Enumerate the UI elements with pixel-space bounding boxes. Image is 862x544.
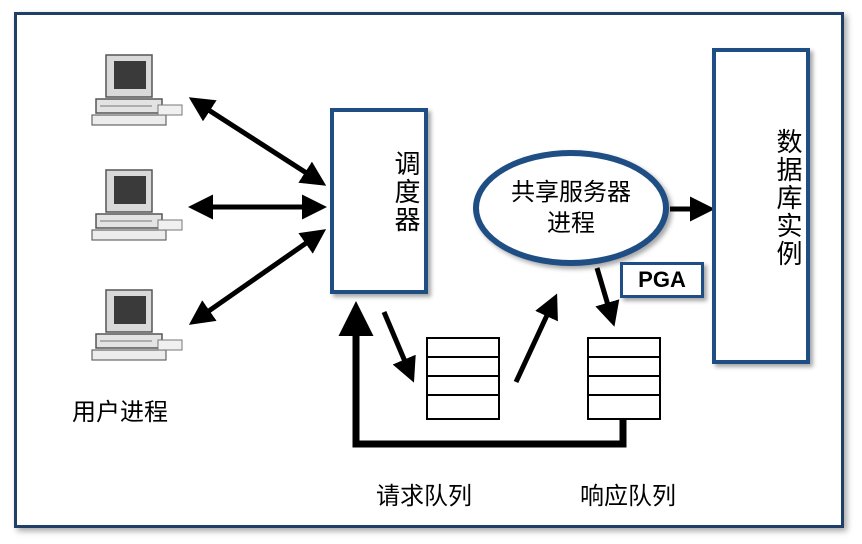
- computer-icon: [91, 289, 183, 361]
- db-instance-label: 数据库实例: [772, 128, 802, 268]
- computer-icon: [91, 54, 183, 126]
- user-process-label: 用户进程: [72, 398, 168, 426]
- arrow-response-to-dispatcher: [338, 301, 627, 448]
- pga-box: PGA: [620, 262, 704, 298]
- arrow-request-queue-server: [513, 293, 558, 384]
- response-queue-label: 响应队列: [580, 482, 676, 510]
- arrow-user1-dispatcher: [188, 97, 327, 186]
- dispatcher-box: 调度器: [330, 108, 428, 294]
- request-queue-stack: [426, 337, 500, 420]
- arrow-server-response-queue: [594, 267, 620, 327]
- db-instance-box: 数据库实例: [712, 48, 810, 364]
- dispatcher-label: 调度器: [390, 150, 420, 234]
- shared-server-node: 共享服务器进程: [473, 150, 669, 266]
- response-queue-stack: [587, 337, 661, 420]
- arrow-dispatcher-request-queue: [381, 311, 416, 383]
- arrow-user3-dispatcher: [188, 229, 327, 325]
- request-queue-label: 请求队列: [376, 482, 472, 510]
- shared-server-label: 共享服务器进程: [511, 178, 631, 237]
- computer-icon: [91, 169, 183, 241]
